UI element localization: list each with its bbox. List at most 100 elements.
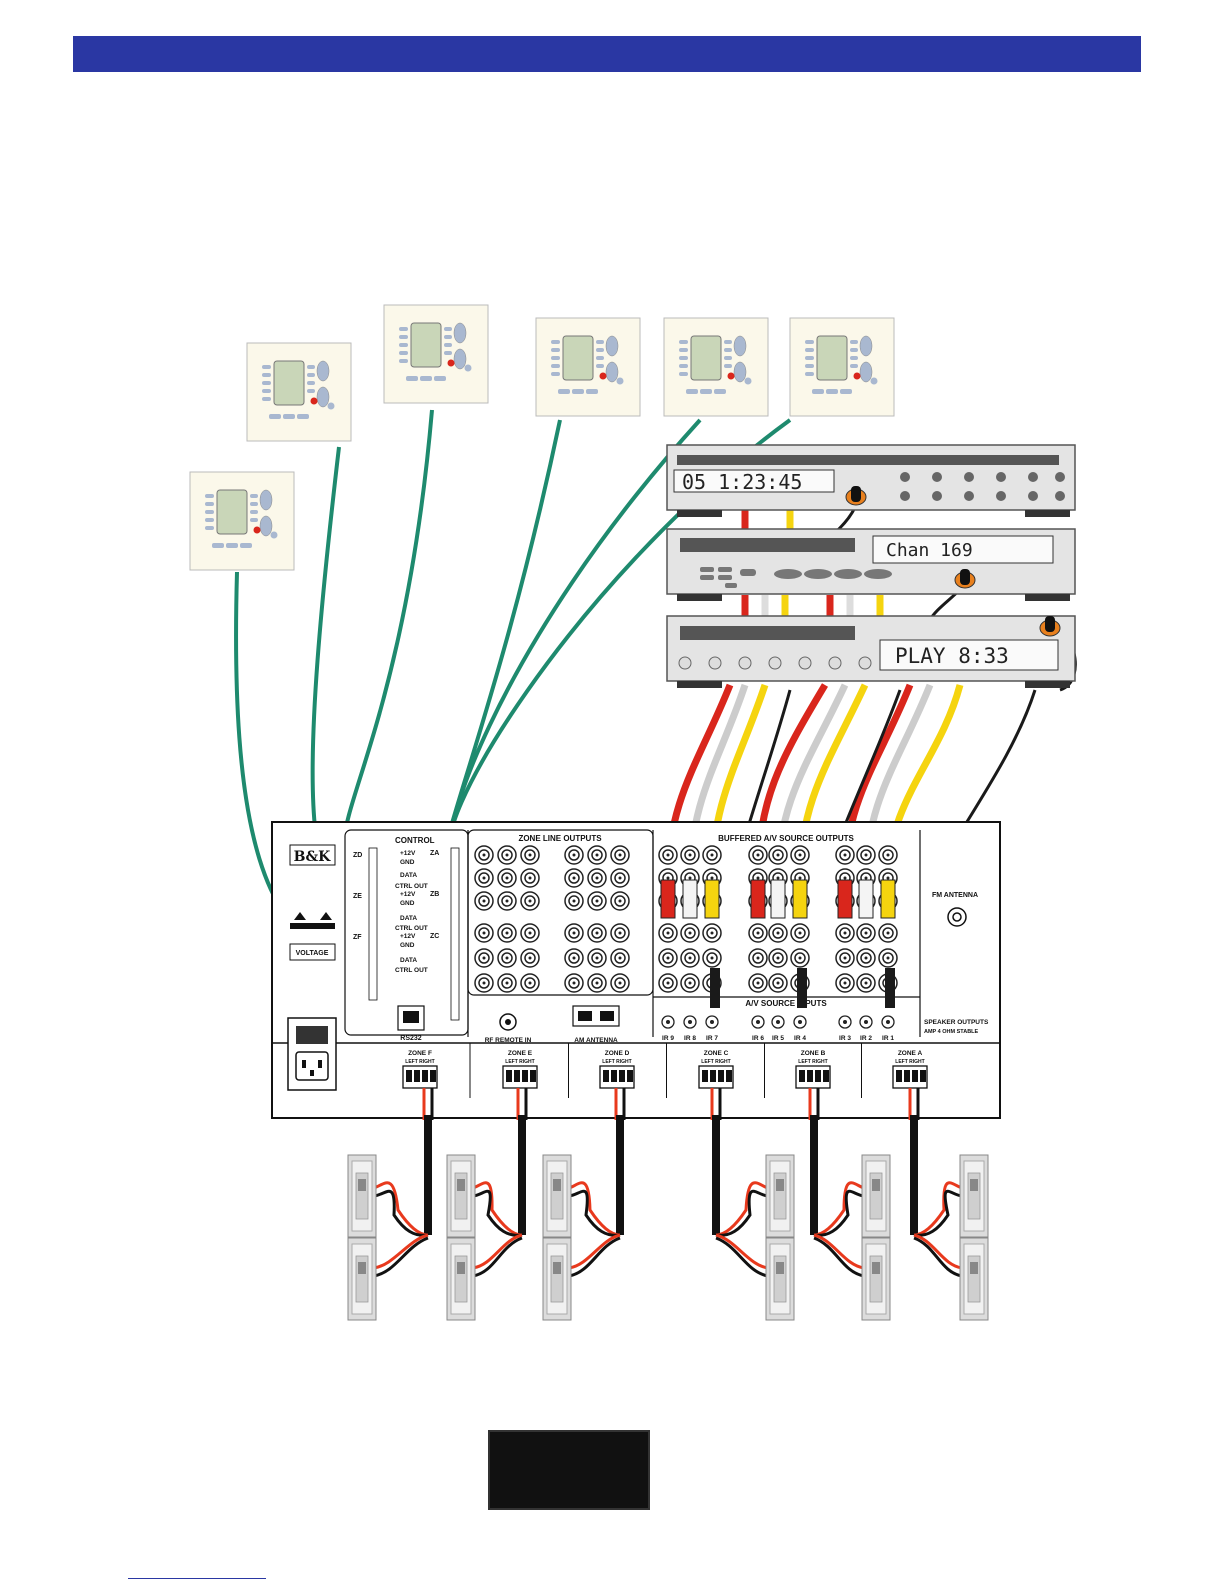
speaker-wire-black [373,1236,429,1278]
tuner: Chan 169 [666,528,1076,601]
rca-jack [564,923,584,943]
terminal-screw [815,1070,821,1082]
zone-output-label: ZONE A [898,1050,923,1057]
rca-jack [474,973,494,993]
rca-jack [474,923,494,943]
rca-jack [790,845,810,865]
rca-jack [610,923,630,943]
rca-jack [610,948,630,968]
control-b-12v: +12V [400,891,416,898]
fm-antenna-label: FM ANTENNA [932,892,978,899]
zone-f-label: ZF [353,934,362,941]
speaker-wire-black [472,1189,523,1237]
speaker-wire-red [913,1181,963,1237]
rca-jack [497,973,517,993]
rca-jack [790,923,810,943]
rca-jack [768,948,788,968]
am-antenna-label: AM ANTENNA [574,1037,618,1044]
zone-output-label: ZONE E [508,1050,533,1057]
terminal-screw [912,1070,918,1082]
speaker-wire-red [373,1181,429,1237]
speaker-outputs-label: SPEAKER OUTPUTS [924,1019,989,1026]
zone-output-label: ZONE B [801,1050,826,1057]
speaker-icon [765,1154,795,1238]
cd-display-text: 05 1:23:45 [682,470,802,494]
terminal-screw [530,1070,536,1082]
voltage-label: VOLTAGE [296,950,329,957]
rca-jack [835,973,855,993]
terminal-screw [422,1070,428,1082]
keypad-1 [189,471,295,571]
dvd-display-text: PLAY 8:33 [895,644,1009,668]
ir-jack-center [666,1020,670,1024]
rca-jack [610,868,630,888]
rca-jack [878,923,898,943]
control-a-gnd: GND [400,859,415,866]
rca-jack [474,948,494,968]
rca-jack [497,868,517,888]
page-number-box [488,1430,650,1510]
rca-jack [520,868,540,888]
rca-jack [520,845,540,865]
speaker-icon [959,1154,989,1238]
keypad-6 [789,317,895,417]
control-c-gnd: GND [400,942,415,949]
rca-jack [878,948,898,968]
rca-jack [520,948,540,968]
speaker-wire-red [913,1233,963,1270]
ir-label: IR 7 [706,1035,718,1042]
zone-output-label: ZONE F [408,1050,432,1057]
rca-jack [497,948,517,968]
speaker-icon [861,1237,891,1321]
terminal-screw [506,1070,512,1082]
speaker-wire-black [715,1189,769,1237]
rca-jack [768,973,788,993]
rca-jack [702,845,722,865]
rca-jack [520,891,540,911]
speaker-wires [373,1088,963,1278]
terminal-screw [799,1070,805,1082]
terminal-screw [611,1070,617,1082]
speaker-wire-red [715,1233,769,1270]
terminal-screw [430,1070,436,1082]
speaker-icon [446,1237,476,1321]
zone-b-label: ZB [430,891,439,898]
ir-label: IR 8 [684,1035,696,1042]
speaker-wire-black [472,1236,523,1278]
zone-output-label: ZONE D [605,1050,630,1057]
rf-remote-label: RF REMOTE IN [485,1037,532,1044]
ir-jack-center [756,1020,760,1024]
speaker-icon [765,1237,795,1321]
rca-jack [878,845,898,865]
speaker-icon [861,1154,891,1238]
rca-jack [520,973,540,993]
ir-label: IR 4 [794,1035,806,1042]
rca-jack [564,891,584,911]
speaker-icon [542,1154,572,1238]
control-a-ctrl-out: CTRL OUT [395,883,428,890]
speaker-icon [959,1237,989,1321]
ir-label: IR 6 [752,1035,764,1042]
speaker-wire-red [568,1233,621,1270]
speaker-wire-red [472,1233,523,1270]
rca-jack [610,845,630,865]
footer-rule [128,1578,266,1579]
terminal-screw [406,1070,412,1082]
zone-d-label: ZD [353,852,362,859]
left-right-label: LEFT RIGHT [405,1059,434,1065]
rca-jack [474,845,494,865]
terminal-screw [522,1070,528,1082]
terminal-screw [414,1070,420,1082]
speaker-wire-black [715,1236,769,1278]
dvd-player: PLAY 8:33 [666,615,1076,688]
rca-jack [587,891,607,911]
ir-jack-center [688,1020,692,1024]
rca-jack [768,845,788,865]
av-source-inputs-title: A/V SOURCE INPUTS [745,999,827,1008]
zone-line-outputs-title: ZONE LINE OUTPUTS [518,834,602,843]
left-right-label: LEFT RIGHT [505,1059,534,1065]
rca-jack [856,845,876,865]
